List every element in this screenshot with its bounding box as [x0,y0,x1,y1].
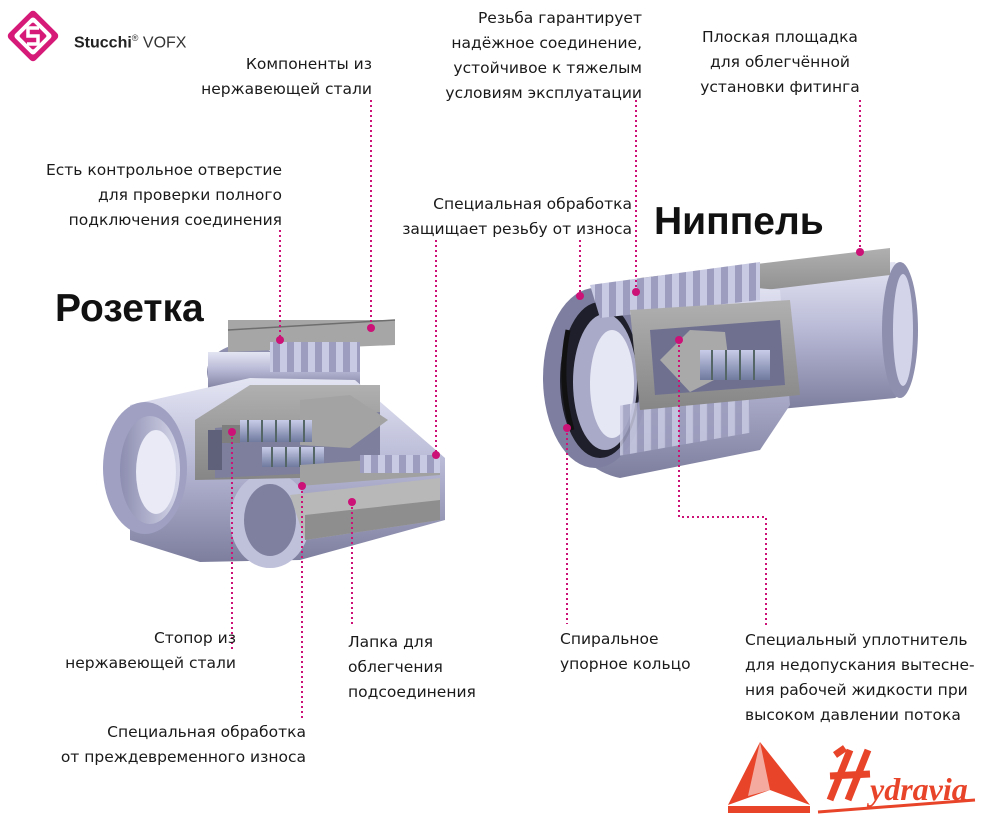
callout-stainless-components: Компоненты из нержавеющей стали [201,55,372,98]
socket-illustration [103,319,445,568]
callout-seal: Специальный уплотнитель для недопускания… [745,631,975,724]
nipple-title: Ниппель [654,200,824,243]
callout-stopper: Стопор из нержавеющей стали [65,629,236,672]
callout-flat-platform: Плоская площадка для облегчённой установ… [700,28,860,96]
callout-dots [228,248,864,506]
stucchi-brand-text: Stucchi® VOFX [74,33,187,52]
callout-thread-treatment: Специальная обработка защищает резьбу от… [402,195,632,238]
callout-tab: Лапка для облегчения подсоединения [348,633,476,701]
callout-premature-wear: Специальная обработка от преждевременног… [60,723,306,766]
stucchi-logo-icon [7,10,59,62]
nipple-illustration [543,248,918,478]
hydravia-logo-icon: ydravia [728,742,976,814]
callout-leaders [231,100,861,718]
callout-thread-guarantee: Резьба гарантирует надёжное соединение, … [445,9,642,102]
callout-spiral-ring: Спиральное упорное кольцо [560,630,691,673]
socket-title: Розетка [55,287,204,330]
callout-control-hole: Есть контрольное отверстие для проверки … [45,161,282,229]
